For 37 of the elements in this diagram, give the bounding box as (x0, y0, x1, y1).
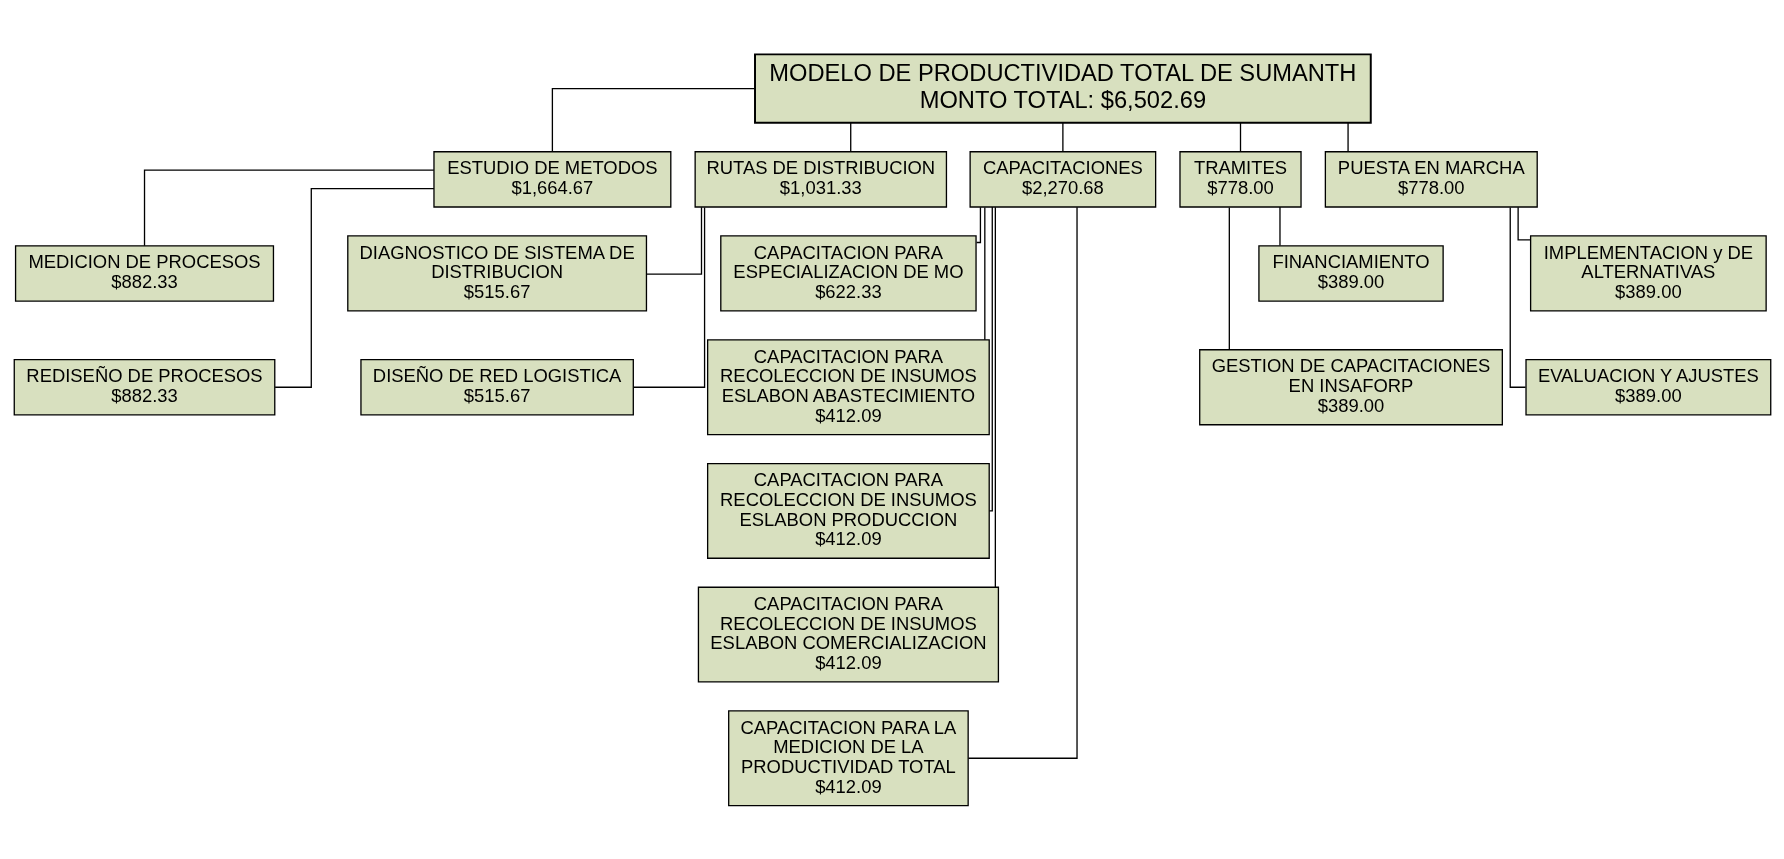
connector (1509, 206, 1526, 388)
node-box: CAPACITACION PARA LA MEDICION DE LA PRODUCTIVIDAD TOTAL $412.09 (727, 709, 969, 806)
connector (551, 87, 756, 152)
connector (1228, 206, 1230, 350)
connector (994, 206, 996, 588)
connector (1239, 121, 1241, 152)
node-box: RUTAS DE DISTRIBUCION $1,031.33 (694, 150, 947, 208)
node-box: DIAGNOSTICO DE SISTEMA DE DISTRIBUCION $515.67 (346, 234, 647, 312)
connector (645, 206, 702, 275)
connector (1278, 205, 1281, 246)
node-box: IMPLEMENTACION y DE ALTERNATIVAS $389.00 (1529, 234, 1767, 312)
connector (273, 187, 435, 388)
node-box: CAPACITACION PARA ESPECIALIZACION DE MO $622.33 (719, 234, 977, 312)
node-box: CAPACITACION PARA RECOLECCION DE INSUMOS ESLABON ABASTECIMIENTO $412.09 (706, 338, 990, 435)
node-box: MEDICION DE PROCESOS $882.33 (14, 244, 274, 302)
connector (967, 206, 1078, 759)
node-box: CAPACITACION PARA RECOLECCION DE INSUMOS ESLABON PRODUCCION $412.09 (706, 462, 990, 559)
connector (1346, 121, 1349, 152)
node-box: MODELO DE PRODUCTIVIDAD TOTAL DE SUMANTH MONTO TOTAL: $6,502.69 (753, 52, 1372, 124)
node-box: DISEÑO DE RED LOGISTICA $515.67 (359, 358, 634, 416)
node-box: GESTION DE CAPACITACIONES EN INSAFORP $389.00 (1198, 348, 1503, 425)
node-box: ESTUDIO DE METODOS $1,664.67 (432, 150, 671, 208)
connector (983, 206, 985, 340)
connector (975, 206, 981, 243)
node-box: PUESTA EN MARCHA $778.00 (1324, 150, 1538, 208)
node-box: FINANCIAMIENTO $389.00 (1257, 244, 1444, 302)
connector (849, 121, 851, 152)
node-box: EVALUACION Y AJUSTES $389.00 (1524, 358, 1771, 416)
node-box: REDISEÑO DE PROCESOS $882.33 (13, 358, 275, 416)
connector (632, 206, 705, 388)
node-box: CAPACITACION PARA RECOLECCION DE INSUMOS ESLABON COMERCIALIZACION $412.09 (697, 586, 999, 683)
connector (143, 169, 435, 246)
connector (1516, 206, 1531, 241)
node-box: TRAMITES $778.00 (1178, 150, 1302, 208)
node-box: CAPACITACIONES $2,270.68 (968, 150, 1156, 208)
connector (1061, 121, 1064, 152)
connector (988, 205, 993, 512)
